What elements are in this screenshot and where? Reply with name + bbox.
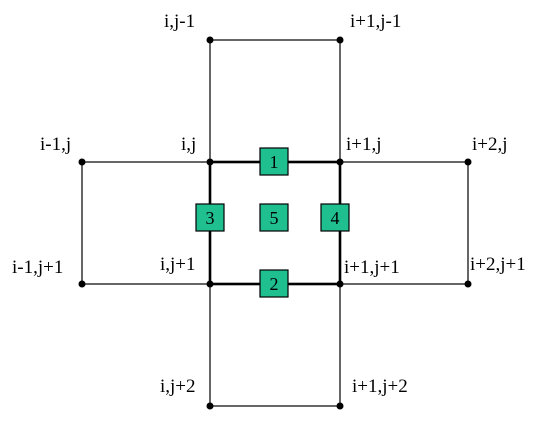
- marker-3-box: [195, 203, 225, 232]
- marker-2-box: [259, 269, 289, 298]
- cell-markers: 1 2 3 4 5: [195, 147, 350, 298]
- node-dot-i-jp1: [206, 280, 214, 288]
- marker-4: 4: [320, 203, 350, 232]
- marker-4-label: 4: [331, 208, 340, 228]
- marker-3-label: 3: [206, 208, 215, 228]
- label-im1-jp1: i-1,j+1: [12, 257, 63, 278]
- node-dot-ip1-jm1: [336, 36, 344, 44]
- node-dot-ip1-jp1: [336, 280, 344, 288]
- node-dot-i-jm1: [206, 36, 214, 44]
- label-ip1-jp2: i+1,j+2: [352, 376, 408, 397]
- top-cell-outline: [209, 39, 341, 163]
- bottom-cell-outline: [209, 283, 341, 407]
- marker-1-box: [259, 147, 289, 176]
- node-dot-ip1-jp2: [336, 402, 344, 410]
- marker-1: 1: [259, 147, 289, 176]
- label-i-jp2: i,j+2: [160, 376, 196, 397]
- marker-2: 2: [259, 269, 289, 298]
- node-dot-i-j: [206, 158, 214, 166]
- marker-2-label: 2: [270, 274, 279, 294]
- node-dot-i-jp2: [206, 402, 214, 410]
- label-i-jm1: i,j-1: [164, 11, 195, 32]
- marker-3: 3: [195, 203, 225, 232]
- node-dot-im1-j: [78, 158, 86, 166]
- label-im1-j: i-1,j: [40, 134, 71, 155]
- marker-5-label: 5: [270, 208, 279, 228]
- label-ip1-jm1: i+1,j-1: [350, 11, 401, 32]
- marker-5-box: [259, 203, 289, 232]
- grid-nodes: [78, 36, 472, 410]
- node-dot-ip2-jp1: [464, 280, 472, 288]
- marker-4-box: [320, 203, 350, 232]
- marker-1-label: 1: [270, 152, 279, 172]
- label-ip2-jp1: i+2,j+1: [470, 254, 526, 275]
- label-ip1-j: i+1,j: [346, 134, 382, 155]
- node-dot-im1-jp1: [78, 280, 86, 288]
- label-i-j: i,j: [181, 134, 196, 155]
- label-ip1-jp1: i+1,j+1: [344, 257, 400, 278]
- node-labels: i,j-1 i+1,j-1 i-1,j i,j i+1,j i+2,j i-1,…: [12, 11, 526, 397]
- node-dot-ip2-j: [464, 158, 472, 166]
- label-i-jp1: i,j+1: [160, 254, 196, 275]
- marker-5: 5: [259, 203, 289, 232]
- label-ip2-j: i+2,j: [472, 134, 508, 155]
- node-dot-ip1-j: [336, 158, 344, 166]
